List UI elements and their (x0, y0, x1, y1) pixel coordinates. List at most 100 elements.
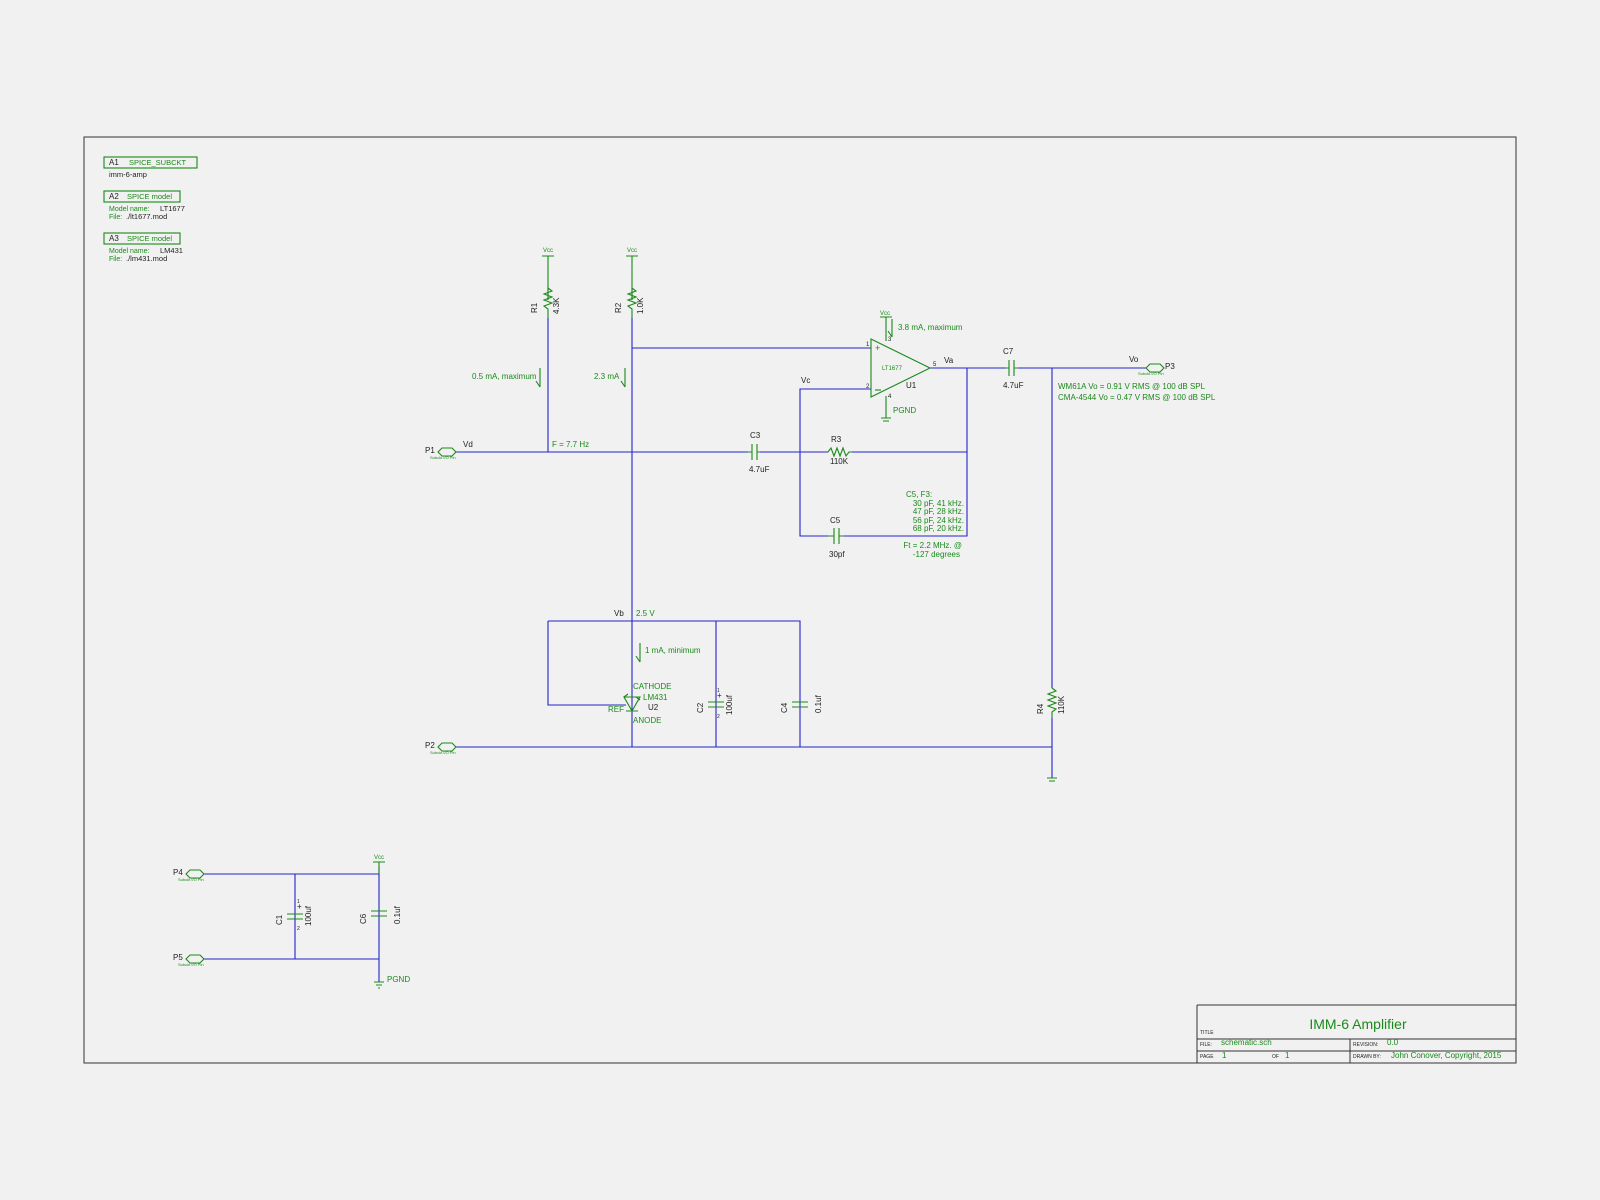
capacitor-c2[interactable]: + 1 2 C2 100uf (696, 688, 734, 720)
attribute-value: imm-6-amp (109, 170, 147, 179)
capacitor-ref: C4 (780, 702, 789, 713)
opamp-u1[interactable]: + LT1677 U1 1 2 3 4 5 (866, 337, 937, 400)
capacitor-c4[interactable]: C4 0.1uf (780, 694, 823, 713)
pin-number: 3 (888, 337, 892, 343)
port-label: P3 (1165, 362, 1175, 371)
vcc-u1[interactable]: Vcc (880, 311, 892, 341)
resistor-ref: R4 (1036, 703, 1045, 714)
opamp-ref: U1 (906, 381, 917, 390)
wire-vc (799, 388, 968, 537)
current-arrow-icon (620, 368, 626, 388)
file-value: schematic.sch (1221, 1038, 1272, 1047)
current-arrow-icon (887, 319, 893, 338)
attribute-a2[interactable]: A2 SPICE model Model name: LT1677 File: … (103, 190, 185, 221)
wire-p4 (204, 866, 380, 982)
title-block: TITLE IMM-6 Amplifier FILE: schematic.sc… (1196, 1004, 1516, 1063)
note-frequency: F = 7.7 Hz (552, 440, 589, 449)
file-label: FILE: (1200, 1042, 1212, 1048)
port-type: Subckt I/O Pin (178, 962, 204, 967)
pin-number: 1 (717, 688, 720, 694)
note-r1-current: 0.5 mA, maximum (472, 372, 537, 381)
port-p2[interactable]: P2 Subckt I/O Pin (425, 741, 457, 755)
current-arrow-icon (535, 368, 541, 388)
polarity-mark: + (297, 902, 302, 911)
net-label-vc: Vc (801, 376, 810, 385)
net-label-va: Va (944, 356, 954, 365)
of-value: 1 (1285, 1051, 1290, 1060)
port-label: P1 (425, 446, 435, 455)
reference-ref: U2 (648, 703, 659, 712)
capacitor-value: 100uf (725, 694, 734, 715)
note-line: 56 pF, 24 kHz. (913, 516, 964, 525)
port-p3[interactable]: P3 Subckt I/O Pin (1138, 362, 1175, 376)
note-r2-current: 2.3 mA (594, 372, 620, 381)
net-label-vo: Vo (1129, 355, 1139, 364)
vcc-label: Vcc (880, 311, 890, 317)
anode-label: ANODE (633, 716, 661, 725)
port-p4[interactable]: P4 Subckt I/O Pin (173, 868, 205, 882)
attribute-a1[interactable]: A1 SPICE_SUBCKT imm-6-amp (103, 156, 198, 179)
attribute-label: File: (109, 256, 122, 263)
current-arrow-icon (635, 643, 641, 663)
pgnd-label: PGND (387, 975, 410, 984)
note-wm61a: WM61A Vo = 0.91 V RMS @ 100 dB SPL (1058, 382, 1206, 391)
ground-power[interactable]: PGND (374, 975, 410, 989)
port-p1[interactable]: P1 Subckt I/O Pin (425, 446, 457, 460)
note-vb-voltage: 2.5 V (636, 609, 655, 618)
vcc-power[interactable]: Vcc (373, 855, 385, 874)
note-u1-current: 3.8 mA, maximum (898, 323, 963, 332)
net-label-vb: Vb (614, 609, 624, 618)
opamp-part: LT1677 (882, 366, 903, 372)
pin-number: 1 (297, 899, 300, 905)
resistor-value: 110K (830, 457, 849, 466)
sheet-border (83, 136, 1517, 1064)
attribute-value: ./lm431.mod (126, 254, 167, 263)
revision-label: REVISION: (1353, 1042, 1378, 1048)
page-value: 1 (1222, 1051, 1227, 1060)
of-label: OF (1272, 1054, 1279, 1060)
pin-number: 2 (717, 714, 720, 720)
reference-u2[interactable]: CATHODE LM431 U2 REF ANODE (608, 682, 672, 725)
capacitor-c5[interactable]: C5 30pf (828, 516, 845, 559)
polarity-mark: + (717, 691, 722, 700)
ground-u1[interactable]: PGND (881, 396, 916, 422)
capacitor-c1[interactable]: + 1 2 C1 100uf (275, 899, 313, 932)
note-cma4544: CMA-4544 Vo = 0.47 V RMS @ 100 dB SPL (1058, 393, 1216, 402)
attribute-label: Model name: (109, 248, 150, 255)
port-type: Subckt I/O Pin (430, 455, 456, 460)
resistor-r3[interactable]: R3 110K (827, 435, 852, 466)
resistor-r1[interactable]: R1 4.3K (530, 286, 561, 318)
resistor-value: 1.0K (636, 297, 645, 314)
attribute-a3[interactable]: A3 SPICE model Model name: LM431 File: .… (103, 232, 183, 263)
capacitor-c3[interactable]: C3 4.7uF (748, 431, 770, 474)
note-line: Ft = 2.2 MHz. @ (903, 541, 962, 550)
capacitor-c7[interactable]: C7 4.7uF (1003, 347, 1024, 390)
attribute-ref: A3 (109, 234, 119, 243)
port-label: P2 (425, 741, 435, 750)
ground-r4[interactable] (1047, 777, 1057, 782)
vcc-label: Vcc (374, 855, 384, 861)
port-type: Subckt I/O Pin (178, 877, 204, 882)
port-type: Subckt I/O Pin (430, 750, 456, 755)
vcc-label: Vcc (627, 248, 637, 254)
resistor-value: 110K (1057, 695, 1066, 714)
capacitor-ref: C5 (830, 516, 841, 525)
capacitor-ref: C7 (1003, 347, 1014, 356)
capacitor-ref: C2 (696, 702, 705, 713)
resistor-ref: R1 (530, 302, 539, 313)
revision-value: 0.0 (1387, 1038, 1399, 1047)
wires (204, 318, 1146, 982)
page-label: PAGE (1200, 1054, 1214, 1060)
attribute-value: LT1677 (160, 204, 185, 213)
port-label: P4 (173, 868, 183, 877)
resistor-value: 4.3K (552, 297, 561, 314)
resistor-r2[interactable]: R2 1.0K (614, 286, 645, 318)
attribute-title: SPICE model (127, 192, 172, 201)
attribute-value: LM431 (160, 246, 183, 255)
port-p5[interactable]: P5 Subckt I/O Pin (173, 953, 205, 967)
pin-number: 2 (297, 926, 300, 932)
resistor-r4[interactable]: R4 110K (1036, 687, 1066, 718)
capacitor-c6[interactable]: C6 0.1uf (359, 905, 402, 924)
capacitor-value: 0.1uf (814, 694, 823, 713)
reference-part: LM431 (643, 693, 668, 702)
